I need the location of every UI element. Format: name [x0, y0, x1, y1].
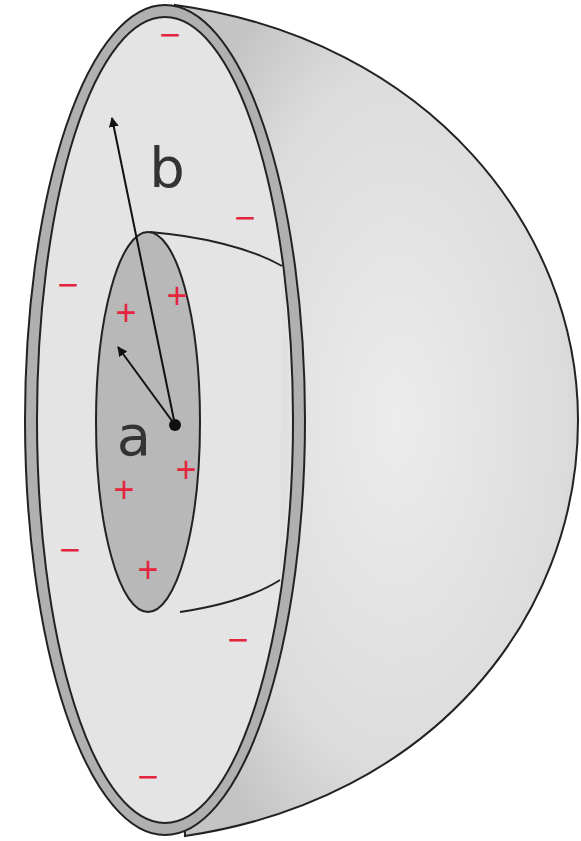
- charge-sign: +: [137, 552, 158, 588]
- cavity-face: [37, 17, 293, 823]
- charge-sign: −: [159, 17, 180, 53]
- outer-shell-rim: [25, 5, 305, 835]
- center-dot: [169, 419, 181, 431]
- radius-label: b: [149, 140, 185, 196]
- charge-sign: −: [227, 622, 248, 658]
- charge-sign: −: [57, 267, 78, 303]
- charge-sign: +: [175, 452, 196, 488]
- charge-sign: +: [115, 295, 136, 331]
- inner-sphere-back: [280, 266, 289, 580]
- radius-label: a: [117, 408, 151, 464]
- charge-sign: −: [137, 759, 158, 795]
- inner-sphere-edge: [180, 580, 280, 612]
- charge-sign: +: [166, 278, 187, 314]
- charge-sign: −: [59, 532, 80, 568]
- charge-sign: +: [113, 472, 134, 508]
- charge-sign: −: [234, 200, 255, 236]
